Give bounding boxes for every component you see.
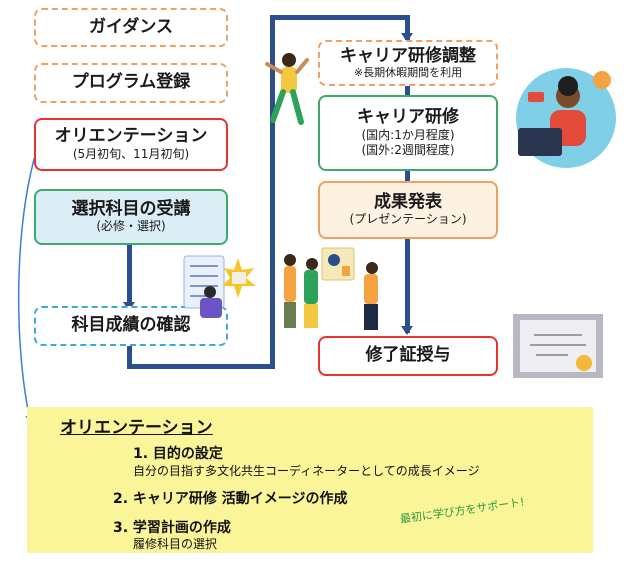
adjust-title: キャリア研修調整 [340,45,476,66]
item-1-detail: 自分の目指す多文化共生コーディネーターとしての成長イメージ [133,464,480,478]
arrowhead-to-adjust [401,33,413,42]
orientation-sub: (5月初旬、11月初旬) [72,146,190,161]
program-registration-box: プログラム登録 [34,63,228,103]
guidance-box: ガイダンス [34,8,228,47]
presentation-box: 成果発表 (プレゼンテーション) [318,181,498,239]
adjust-box: キャリア研修調整 ※長期休暇期間を利用 [318,40,498,86]
training-line1: (国内:1か月程度) [361,127,455,142]
connector-bottom-horizontal [127,364,275,369]
confirm-label: 科目成績の確認 [71,315,191,336]
orientation-box: オリエンテーション (5月初旬、11月初旬) [34,118,228,171]
orientation-title: オリエンテーション [54,126,208,147]
training-box: キャリア研修 (国内:1か月程度) (国外:2週間程度) [318,95,498,171]
elective-box: 選択科目の受講 (必修・選択) [34,189,228,245]
connector-top-horizontal [270,15,410,20]
completion-box: 修了証授与 [318,336,498,376]
connector-middle-vertical [270,15,275,369]
presentation-group-illustration [284,247,378,330]
elective-title: 選択科目の受講 [71,198,191,219]
certificate-illustration [513,314,603,378]
person-at-laptop-illustration [516,68,616,168]
training-line2: (国外:2週間程度) [361,142,455,157]
orientation-detail-panel: オリエンテーション 1. 目的の設定 自分の目指す多文化共生コーディネーターとし… [27,407,593,553]
confirm-box: 科目成績の確認 [34,306,228,346]
panel-title: オリエンテーション [60,418,213,438]
item-2-heading: 2. キャリア研修 活動イメージの作成 [113,491,348,507]
program-registration-label: プログラム登録 [71,72,191,93]
connector-right-vertical [405,15,410,333]
training-title: キャリア研修 [357,107,459,128]
checklist-person-illustration [183,255,256,318]
guidance-label: ガイダンス [89,16,173,37]
presentation-sub: (プレゼンテーション) [349,212,467,227]
presentation-title: 成果発表 [374,191,442,212]
arrowhead-to-completion [401,326,413,335]
elective-sub: (必修・選択) [96,219,166,234]
completion-label: 修了証授与 [365,345,451,366]
support-note: 最初に学び方をサポート! [399,495,526,526]
jumping-person-illustration [265,53,309,125]
item-3-heading: 3. 学習計画の作成 [113,520,231,536]
adjust-note: ※長期休暇期間を利用 [353,66,463,80]
item-1-heading: 1. 目的の設定 [133,446,223,462]
item-3-detail: 履修科目の選択 [133,537,218,551]
